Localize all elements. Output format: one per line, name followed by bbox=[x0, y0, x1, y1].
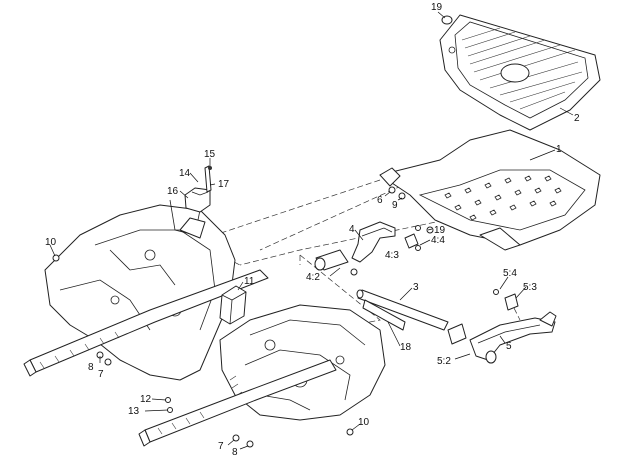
part-5-step bbox=[447, 311, 557, 364]
callout-4-4: 4:4 bbox=[431, 235, 445, 246]
part-19-plug-top bbox=[441, 15, 453, 25]
callout-9: 9 bbox=[392, 200, 398, 211]
left-rail bbox=[23, 269, 269, 377]
callout-10-left: 10 bbox=[45, 237, 57, 248]
callout-14: 14 bbox=[179, 168, 191, 179]
callout-13: 13 bbox=[128, 406, 140, 417]
callout-15: 15 bbox=[204, 149, 216, 160]
callout-11: 11 bbox=[244, 276, 255, 287]
callout-6: 6 bbox=[377, 195, 383, 206]
part-4-step bbox=[351, 221, 419, 263]
callout-7-left: 7 bbox=[98, 369, 104, 380]
part-1-footrest-frame bbox=[379, 129, 601, 251]
callout-16: 16 bbox=[167, 186, 179, 197]
part-3-rod bbox=[356, 289, 449, 331]
part-11-bracket bbox=[219, 285, 247, 325]
callout-4: 4 bbox=[349, 224, 355, 235]
callout-12: 12 bbox=[140, 394, 152, 405]
callout-19-mid: 19 bbox=[434, 225, 446, 236]
callout-labels: 19 2 1 15 14 17 16 6 9 19 4 4:4 4:3 4:2 … bbox=[45, 2, 580, 458]
callout-2: 2 bbox=[574, 113, 580, 124]
callout-5-3: 5:3 bbox=[523, 282, 537, 293]
callout-4-2: 4:2 bbox=[306, 272, 320, 283]
callout-4-3: 4:3 bbox=[385, 250, 399, 261]
part-5-bushings bbox=[493, 289, 519, 311]
part-4-bushings bbox=[314, 249, 358, 276]
callout-3: 3 bbox=[413, 282, 419, 293]
fasteners bbox=[52, 186, 434, 448]
callout-18: 18 bbox=[400, 342, 412, 353]
footrest-holes bbox=[444, 175, 562, 221]
part-2-grip-plate bbox=[439, 14, 601, 131]
callout-5: 5 bbox=[506, 341, 512, 352]
callout-5-2: 5:2 bbox=[437, 356, 451, 367]
lower-rail bbox=[138, 359, 337, 447]
callout-7-bottom: 7 bbox=[218, 441, 224, 452]
leader-lines bbox=[49, 11, 574, 450]
callout-5-4: 5:4 bbox=[503, 268, 517, 279]
callout-10-bottom: 10 bbox=[358, 417, 370, 428]
callout-8-left: 8 bbox=[88, 362, 94, 373]
part-14-16-bracket bbox=[184, 165, 212, 213]
callout-17: 17 bbox=[218, 179, 230, 190]
callout-19-top: 19 bbox=[431, 2, 443, 13]
callout-8-bottom: 8 bbox=[232, 447, 238, 458]
part-18-strip bbox=[362, 299, 406, 331]
callout-1: 1 bbox=[556, 144, 562, 155]
